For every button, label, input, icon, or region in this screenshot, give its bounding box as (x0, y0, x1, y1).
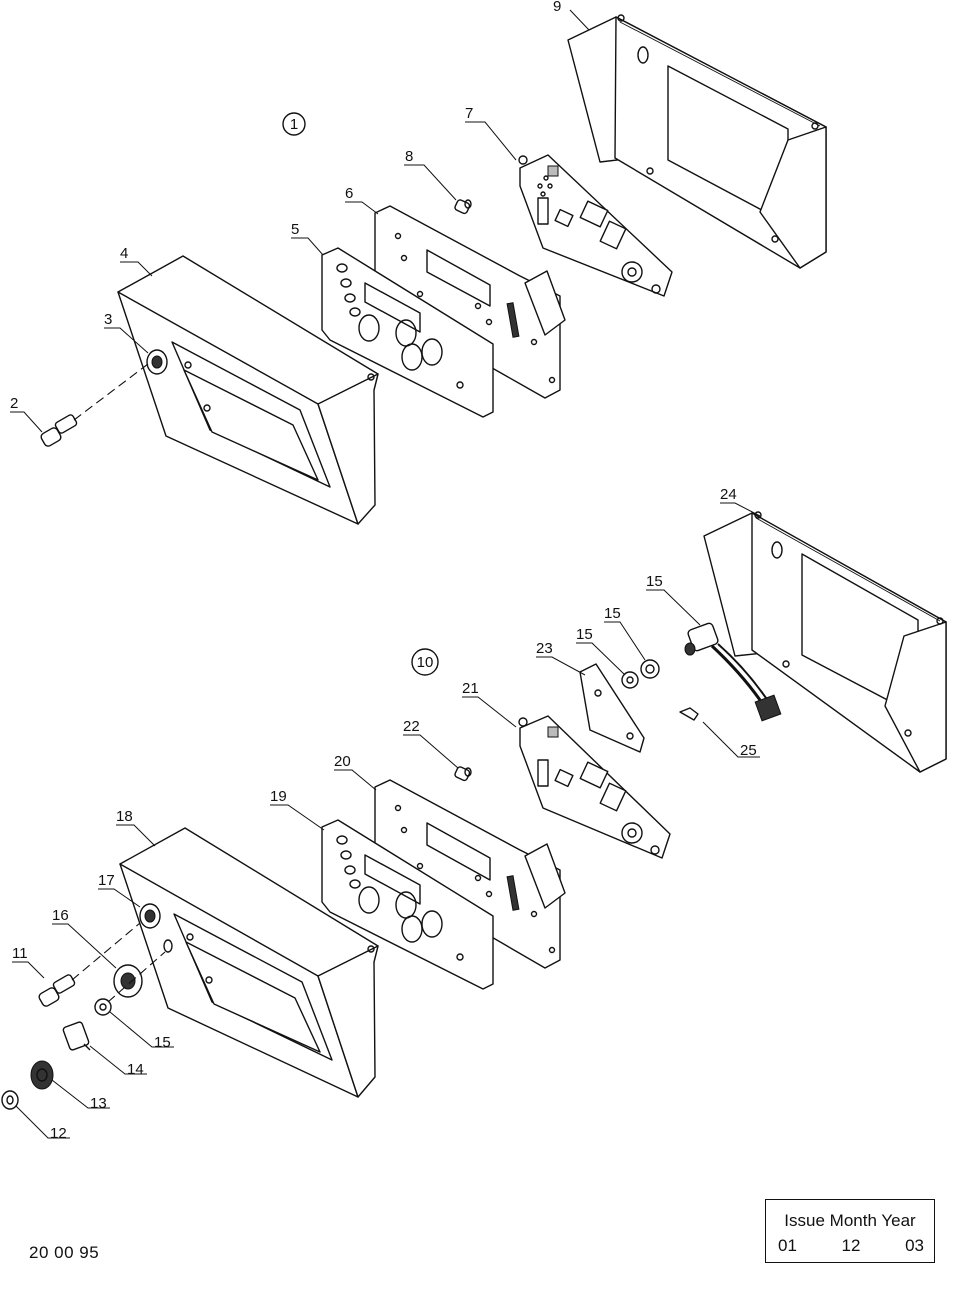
part-6-back-panel (374, 205, 566, 399)
part-14-switch (62, 1021, 91, 1051)
part-18-front-housing (119, 827, 379, 1098)
part-20-back-panel (374, 779, 566, 969)
part-16-ring (113, 964, 143, 998)
callout-6: 6 (345, 185, 353, 202)
callout-5: 5 (291, 221, 299, 238)
callout-11: 11 (12, 945, 28, 962)
callout-13: 13 (90, 1095, 107, 1112)
part-19-overlay-panel (321, 819, 494, 990)
part-25-clip (679, 707, 699, 721)
assembly-1 (10, 9, 827, 525)
issue-value-month: 12 (841, 1236, 861, 1255)
part-15-nut (94, 998, 112, 1016)
callout-22: 22 (403, 718, 420, 735)
callout-17: 17 (98, 872, 115, 889)
callout-16: 16 (52, 907, 69, 924)
part-12-cap (1, 1090, 19, 1110)
view-marker-10 (411, 648, 439, 676)
issue-box-values: 01 12 03 (778, 1236, 924, 1256)
view-marker-10-label: 10 (417, 654, 434, 671)
part-5-overlay-panel (321, 247, 494, 418)
callout-3: 3 (104, 311, 112, 328)
issue-value-year: 03 (905, 1236, 924, 1255)
part-15-washers (621, 659, 660, 689)
issue-box-header: Issue Month Year (766, 1211, 934, 1231)
part-15-potentiometer-harness (684, 622, 782, 722)
callout-21: 21 (462, 680, 479, 697)
issue-header-issue: Issue (784, 1211, 825, 1230)
part-9-rear-enclosure (567, 14, 827, 269)
part-23-shield-plate (579, 663, 645, 753)
assembly-10 (1, 502, 947, 1139)
callout-15-potentiometer: 15 (646, 573, 663, 590)
part-13-knob (30, 1060, 54, 1090)
callout-15-lower: 15 (154, 1034, 171, 1051)
callout-7: 7 (465, 105, 473, 122)
part-24-rear-enclosure (703, 511, 947, 773)
callout-23: 23 (536, 640, 553, 657)
callout-18: 18 (116, 808, 133, 825)
callout-15-washer: 15 (604, 605, 621, 622)
callout-19: 19 (270, 788, 287, 805)
callout-14: 14 (127, 1061, 144, 1078)
part-11-fastener (38, 974, 76, 1007)
part-21-circuit-board (518, 715, 671, 859)
part-2-fastener (40, 414, 78, 447)
issue-value-issue: 01 (778, 1236, 797, 1255)
callout-9: 9 (553, 0, 561, 15)
issue-header-year: Year (881, 1211, 916, 1230)
callout-12: 12 (50, 1125, 67, 1142)
view-marker-1 (282, 112, 306, 136)
part-22-knob (454, 766, 472, 782)
part-8-knob (454, 199, 472, 215)
drawing-number: 20 00 95 (29, 1243, 100, 1262)
callout-4: 4 (120, 245, 128, 262)
callout-25: 25 (740, 742, 757, 759)
part-4-front-housing (117, 255, 379, 525)
callout-8: 8 (405, 148, 413, 165)
view-marker-1-label: 1 (290, 116, 298, 133)
issue-box: Issue Month Year 01 12 03 (765, 1199, 935, 1263)
callout-15-nut: 15 (576, 626, 593, 643)
callout-20: 20 (334, 753, 351, 770)
callout-2: 2 (10, 395, 18, 412)
callout-24: 24 (720, 486, 737, 503)
issue-header-month: Month (829, 1211, 877, 1230)
part-7-circuit-board (518, 154, 673, 297)
